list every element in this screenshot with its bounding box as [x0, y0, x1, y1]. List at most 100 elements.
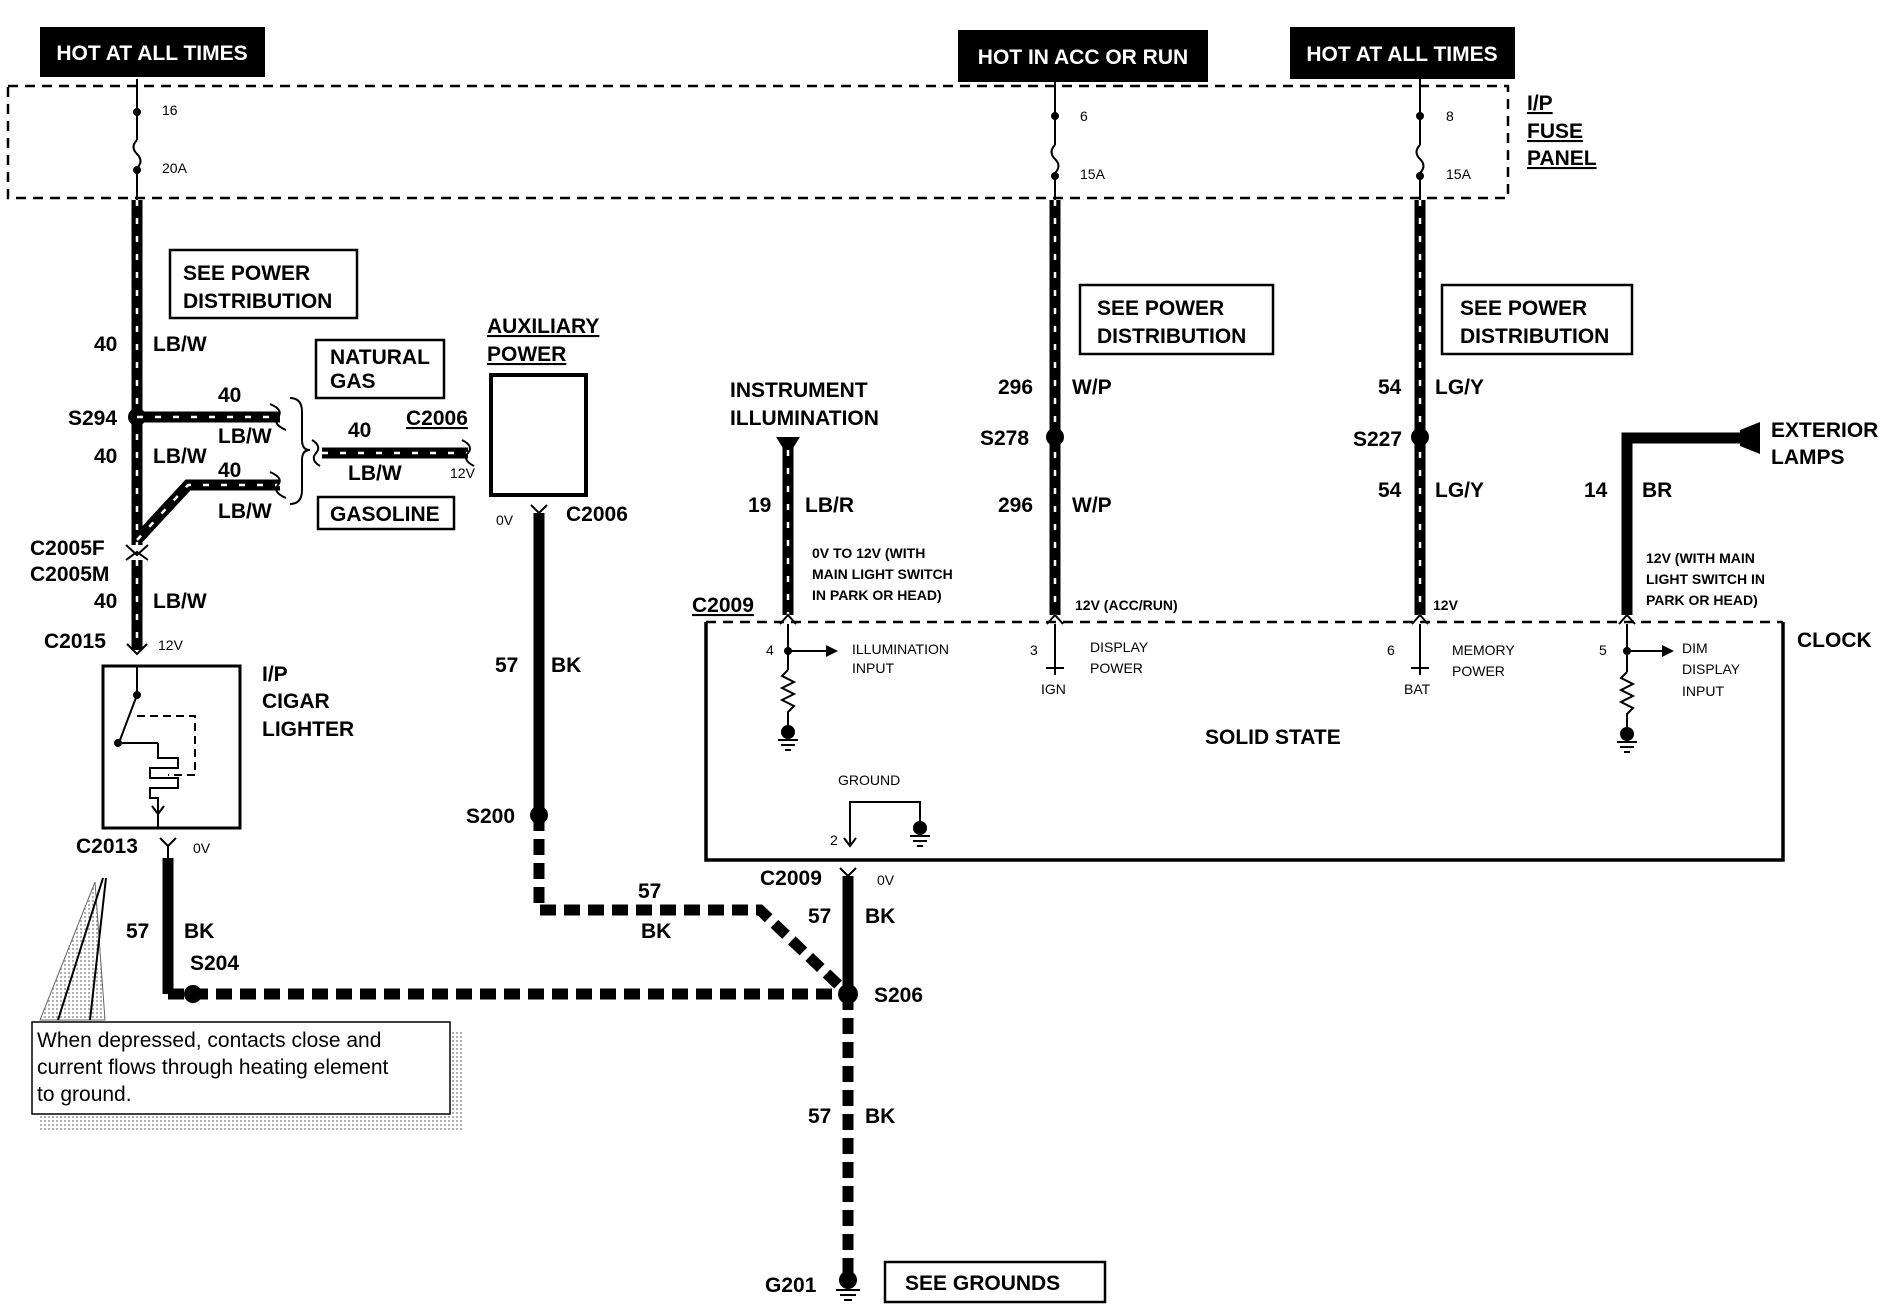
fuse-16: 16 20A — [132, 79, 188, 200]
svg-text:6: 6 — [1080, 108, 1088, 124]
svg-text:HOT IN ACC OR RUN: HOT IN ACC OR RUN — [978, 46, 1188, 69]
cigar-lighter — [101, 643, 242, 830]
gasoline-label: GASOLINE — [316, 495, 456, 531]
svg-text:3: 3 — [1030, 642, 1038, 658]
svg-text:NATURAL: NATURAL — [330, 346, 430, 369]
svg-text:I/P: I/P — [262, 663, 288, 686]
svg-text:DISPLAY: DISPLAY — [1090, 639, 1149, 655]
svg-text:to ground.: to ground. — [37, 1083, 132, 1106]
svg-text:DIM: DIM — [1682, 640, 1708, 656]
circuit-296-label: 296 — [998, 376, 1033, 399]
splice-s204-label: S204 — [190, 952, 239, 975]
svg-text:LB/W: LB/W — [348, 462, 402, 485]
see-power-distribution-middle: SEE POWER DISTRIBUTION — [1078, 283, 1275, 356]
svg-text:DISTRIBUTION: DISTRIBUTION — [1097, 325, 1246, 348]
svg-text:C2006: C2006 — [566, 503, 628, 526]
svg-text:ILLUMINATION: ILLUMINATION — [730, 407, 879, 430]
pin-5-connector — [1618, 613, 1636, 625]
fuse-6: 6 15A — [1050, 82, 1106, 200]
svg-text:C2005M: C2005M — [30, 563, 109, 586]
svg-text:2: 2 — [830, 832, 838, 848]
see-power-distribution-left: SEE POWER DISTRIBUTION — [168, 248, 359, 320]
svg-text:When depressed, contacts close: When depressed, contacts close and — [37, 1029, 381, 1052]
svg-text:LIGHTER: LIGHTER — [262, 718, 354, 741]
connector-c2005: C2005F C2005M — [30, 537, 149, 586]
svg-text:GAS: GAS — [330, 370, 376, 393]
svg-text:AUXILIARY: AUXILIARY — [487, 315, 599, 338]
instrument-illumination-label: INSTRUMENT ILLUMINATION — [730, 379, 879, 430]
svg-text:C2005F: C2005F — [30, 537, 105, 560]
fuse-panel-outline — [6, 84, 1510, 200]
pin-3-connector — [1046, 613, 1064, 625]
color-wp-label: W/P — [1072, 376, 1112, 399]
svg-text:GROUND: GROUND — [838, 772, 900, 788]
splice-s278-label: S278 — [980, 427, 1029, 450]
svg-text:DISTRIBUTION: DISTRIBUTION — [183, 290, 332, 313]
ground-g201: G201 — [765, 1271, 860, 1301]
splice-s227 — [1411, 428, 1429, 446]
svg-text:INPUT: INPUT — [1682, 683, 1724, 699]
color-lbw-label: LB/W — [153, 590, 207, 613]
svg-text:40: 40 — [218, 384, 241, 407]
svg-text:6: 6 — [1387, 642, 1395, 658]
svg-text:0V: 0V — [193, 840, 211, 856]
color-br-label: BR — [1642, 479, 1672, 502]
clock-module — [704, 620, 1785, 862]
color-lgy-label: LG/Y — [1435, 376, 1484, 399]
svg-text:C2013: C2013 — [76, 835, 138, 858]
svg-text:BAT: BAT — [1404, 681, 1431, 697]
splice-s204 — [184, 985, 202, 1003]
clock-title: CLOCK — [1797, 629, 1872, 652]
svg-text:20A: 20A — [162, 160, 188, 176]
svg-text:SEE POWER: SEE POWER — [183, 262, 310, 285]
svg-text:POWER: POWER — [487, 343, 566, 366]
svg-text:MAIN LIGHT SWITCH: MAIN LIGHT SWITCH — [812, 566, 953, 582]
acc-run-voltage-label: 12V (ACC/RUN) — [1075, 597, 1178, 613]
see-power-distribution-right: SEE POWER DISTRIBUTION — [1440, 283, 1634, 356]
svg-text:HOT AT ALL TIMES: HOT AT ALL TIMES — [56, 42, 247, 65]
wire-57-bk-aux — [533, 513, 852, 998]
svg-text:LB/W: LB/W — [218, 500, 272, 523]
color-lbw-label: LB/W — [153, 445, 207, 468]
pin-3-display-power: 3 DISPLAY POWER IGN — [1030, 624, 1149, 697]
pin-6-memory-power: 6 MEMORY POWER BAT — [1387, 624, 1515, 697]
svg-text:4: 4 — [766, 642, 774, 658]
svg-text:16: 16 — [162, 102, 178, 118]
clock-type: SOLID STATE — [1205, 726, 1341, 749]
circuit-57-label: 57 — [495, 654, 518, 677]
svg-text:SEE GROUNDS: SEE GROUNDS — [905, 1272, 1060, 1295]
splice-s278 — [1046, 428, 1064, 446]
exterior-lamps-label: EXTERIOR LAMPS — [1771, 419, 1878, 469]
see-grounds-box: SEE GROUNDS — [883, 1260, 1107, 1304]
svg-text:15A: 15A — [1080, 166, 1106, 182]
circuit-57-label: 57 — [808, 905, 831, 928]
wire-14-br — [1621, 422, 1760, 615]
svg-text:LB/W: LB/W — [218, 425, 272, 448]
header-right-hot-at-all-times: HOT AT ALL TIMES — [1290, 27, 1515, 79]
svg-text:12V (WITH MAIN: 12V (WITH MAIN — [1646, 550, 1755, 566]
fuse-8: 8 15A — [1415, 79, 1472, 200]
header-hot-in-acc-or-run: HOT IN ACC OR RUN — [958, 30, 1208, 82]
svg-text:INSTRUMENT: INSTRUMENT — [730, 379, 868, 402]
svg-text:40: 40 — [218, 459, 241, 482]
svg-text:FUSE: FUSE — [1527, 120, 1583, 143]
svg-text:0V: 0V — [496, 512, 514, 528]
circuit-40-label: 40 — [94, 590, 117, 613]
splice-s294-label: S294 — [68, 407, 117, 430]
color-bk-label: BK — [551, 654, 581, 677]
connector-c2006-aux: C2006 0V — [496, 503, 628, 528]
splice-s200 — [530, 806, 548, 824]
svg-text:8: 8 — [1446, 108, 1454, 124]
svg-text:DISPLAY: DISPLAY — [1682, 661, 1741, 677]
splice-s206 — [838, 984, 858, 1004]
svg-text:POWER: POWER — [1452, 663, 1505, 679]
svg-text:IGN: IGN — [1041, 681, 1066, 697]
pin-5-dim-display-input: 5 DIM DISPLAY INPUT — [1599, 624, 1741, 753]
header-left-hot-at-all-times: HOT AT ALL TIMES — [40, 27, 265, 77]
circuit-19-label: 19 — [748, 494, 771, 517]
cigar-lighter-label: I/P CIGAR LIGHTER — [262, 663, 354, 741]
wire-40-to-aux-power: 40 LB/W C2006 12V — [311, 407, 476, 485]
connector-c2013: C2013 0V — [76, 835, 211, 858]
pin-4-illumination-input: 4 ILLUMINATION INPUT — [766, 624, 949, 751]
color-bk-label: BK — [865, 1105, 895, 1128]
